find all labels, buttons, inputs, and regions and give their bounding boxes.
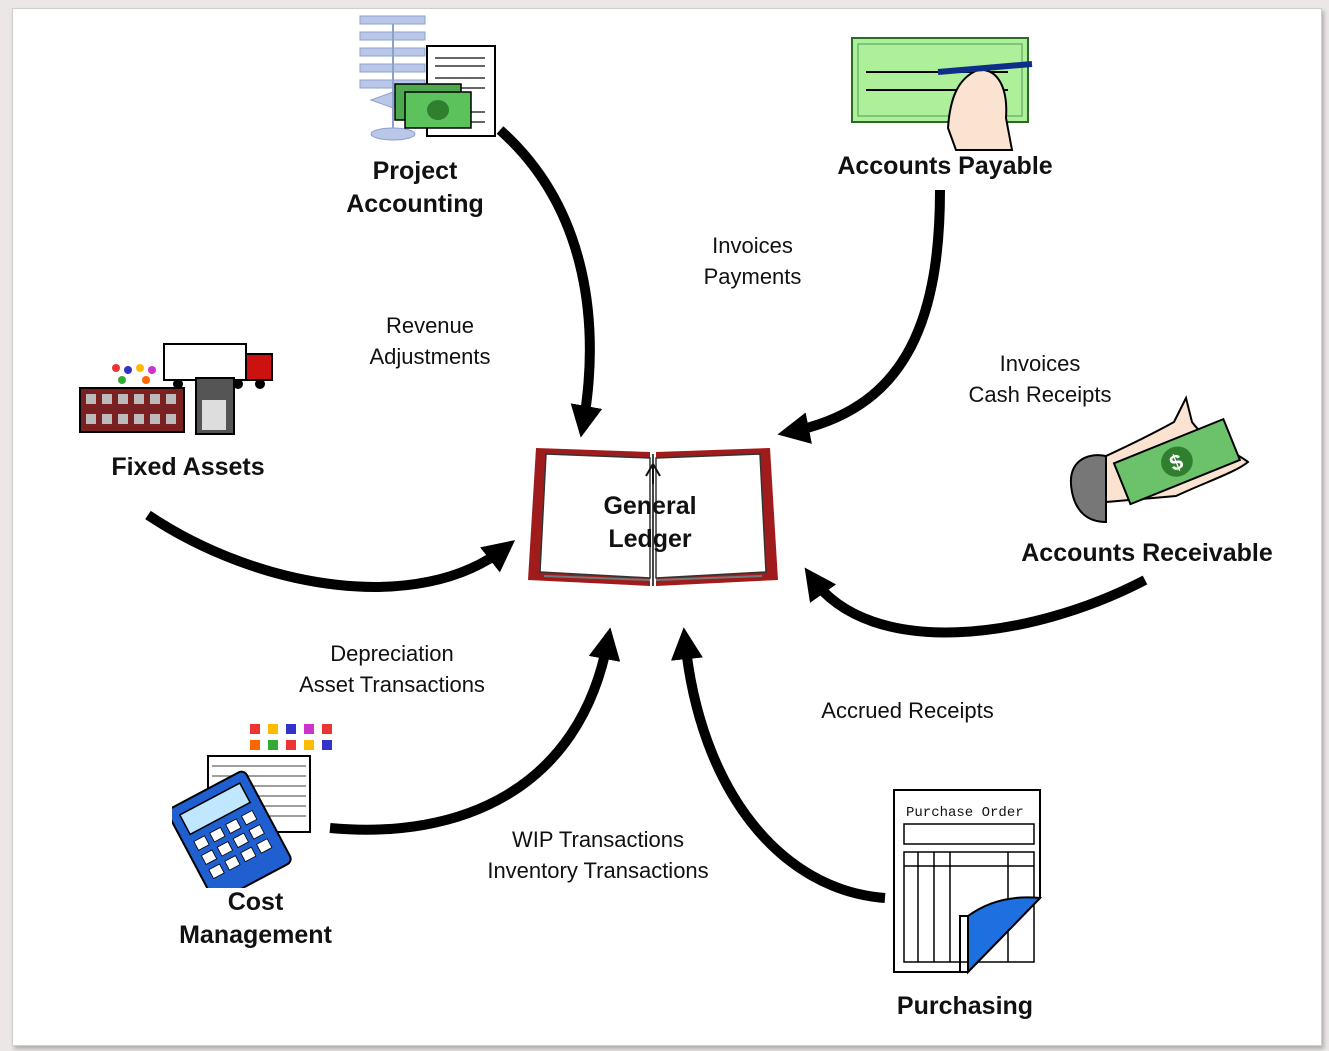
flow-text: Adjustments	[369, 343, 491, 369]
arrow-cost-management	[329, 627, 621, 835]
purchase-order-icon: Purchase Order	[893, 789, 1043, 975]
flow-text: Inventory Transactions	[487, 857, 709, 883]
flow-label-accounts-receivable: Invoices Cash Receipts	[940, 349, 1140, 411]
accounts-payable-label: Accounts Payable	[837, 152, 1053, 180]
flow-text: Cash Receipts	[968, 381, 1112, 407]
purchasing-label: Purchasing	[896, 992, 1034, 1020]
general-ledger-label: General Ledger	[603, 492, 697, 553]
flow-label-project-accounting: Revenue Adjustments	[330, 311, 530, 373]
flow-text: WIP Transactions	[512, 827, 684, 852]
flow-label-purchasing: Accrued Receipts	[785, 696, 1030, 727]
fixed-assets-label: Fixed Assets	[111, 453, 265, 481]
arrow-accounts-receivable	[804, 567, 1148, 638]
arrow-accounts-payable	[777, 189, 945, 444]
arrow-project-accounting	[496, 126, 603, 438]
flow-text: Invoices	[712, 233, 793, 258]
flow-text: Asset Transactions	[299, 671, 485, 697]
factory-truck-icon	[79, 343, 273, 435]
purchase-order-title: Purchase Order	[906, 805, 1024, 821]
project-accounting-label: Project Accounting	[346, 157, 484, 218]
arrow-purchasing	[670, 627, 886, 903]
flow-text: Depreciation	[330, 641, 454, 666]
calculator-icon	[172, 724, 332, 888]
flow-text: Invoices	[999, 351, 1081, 376]
flow-label-fixed-assets: Depreciation Asset Transactions	[262, 639, 522, 701]
arrow-fixed-assets	[145, 510, 516, 592]
flow-label-cost-management: WIP Transactions Inventory Transactions	[443, 825, 753, 887]
ledger-book-icon	[528, 448, 778, 586]
flow-text: Payments	[703, 263, 802, 289]
flowchart-document-icon	[359, 15, 496, 141]
flow-label-accounts-payable: Invoices Payments	[660, 231, 845, 293]
accounts-receivable-label: Accounts Receivable	[1021, 539, 1273, 567]
flow-text: Revenue	[385, 313, 475, 338]
cost-management-label: Cost Management	[179, 888, 332, 949]
flow-text: Accrued Receipts	[821, 698, 994, 723]
cash-hand-icon: $	[1069, 395, 1250, 524]
check-signing-icon	[851, 37, 1033, 151]
